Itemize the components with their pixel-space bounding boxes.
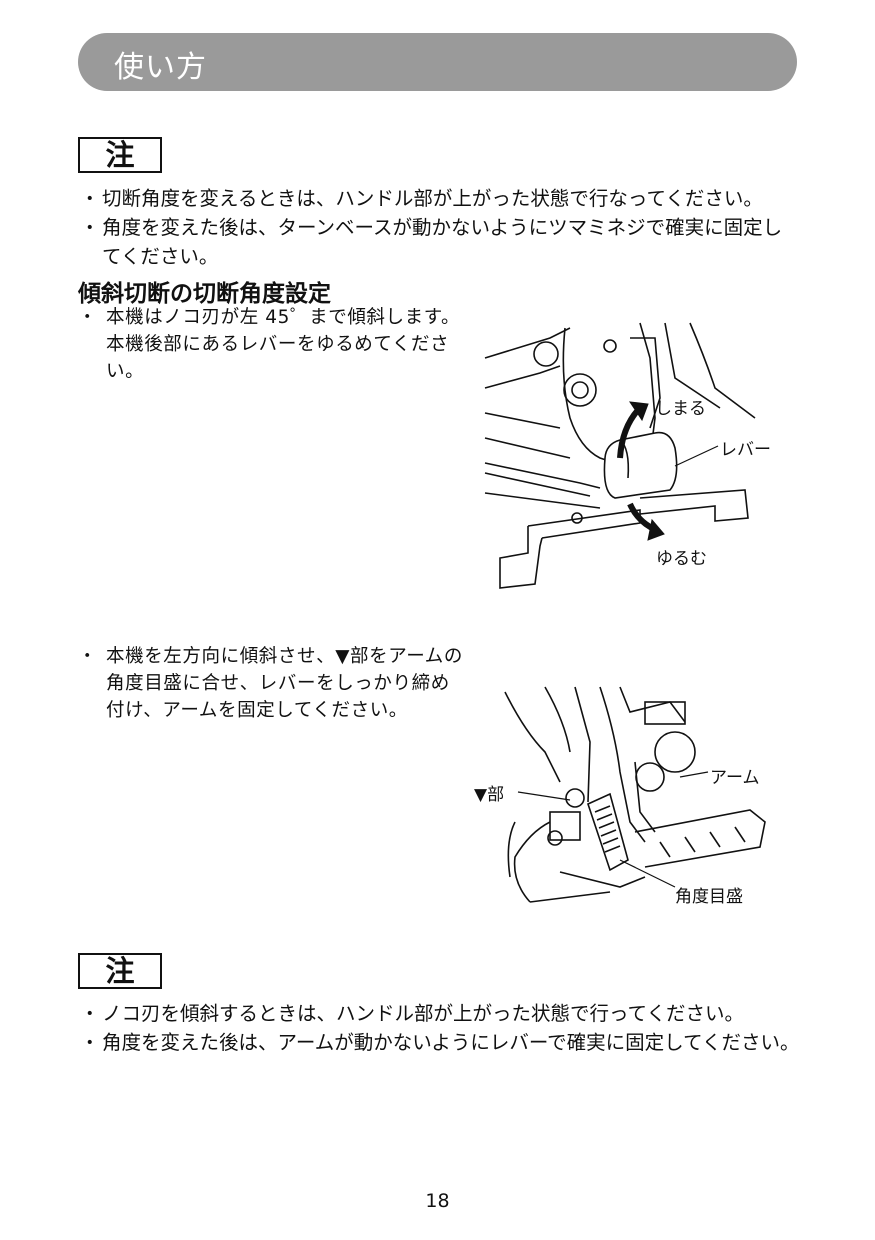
note-text: 切断角度を変えるときは、ハンドル部が上がった状態で行なってください。 [102, 187, 763, 210]
note-list-top: ・ 切断角度を変えるときは、ハンドル部が上がった状態で行なってください。 ・ 角… [80, 184, 800, 271]
note-list-bottom: ・ ノコ刃を傾斜するときは、ハンドル部が上がった状態で行ってください。 ・ 角度… [80, 999, 800, 1057]
lever-illustration [484, 322, 756, 589]
bullet: ・ [78, 307, 98, 328]
note-label-box: 注 [78, 137, 162, 173]
note-text: ノコ刃を傾斜するときは、ハンドル部が上がった状態で行ってください。 [102, 1002, 744, 1025]
note-text: 角度を変えた後は、アームが動かないようにレバーで確実に固定してください。 [102, 1031, 800, 1054]
step-2: ・ 本機を左方向に傾斜させ、▼部をアームの角度目盛に合せ、レバーをしっかり締め付… [78, 643, 468, 724]
bullet: ・ [80, 1031, 100, 1054]
note-item: ・ ノコ刃を傾斜するときは、ハンドル部が上がった状態で行ってください。 [80, 999, 800, 1028]
arm-scale-illustration [504, 686, 766, 903]
label-pointer: ▼部 [474, 785, 505, 805]
bullet: ・ [80, 1002, 100, 1025]
step-text: 本機を左方向に傾斜させ、▼部をアームの角度目盛に合せ、レバーをしっかり締め付け、… [106, 646, 463, 721]
note-text: 角度を変えた後は、ターンベースが動かないようにツマミネジで確実に固定してください… [102, 216, 783, 268]
figure-lever: しまる レバー ゆるむ [480, 318, 780, 593]
label-scale: 角度目盛 [675, 887, 743, 907]
label-lever: レバー [720, 440, 771, 460]
label-loosen: ゆるむ [656, 549, 707, 569]
bullet: ・ [78, 646, 98, 667]
bullet: ・ [80, 216, 100, 239]
page-number: 18 [425, 1190, 450, 1212]
note-item: ・ 切断角度を変えるときは、ハンドル部が上がった状態で行なってください。 [80, 184, 800, 213]
note-item: ・ 角度を変えた後は、アームが動かないようにレバーで確実に固定してください。 [80, 1028, 800, 1057]
note-label-box: 注 [78, 953, 162, 989]
section-header-bar: 使い方 [78, 33, 797, 91]
page-title: 使い方 [114, 50, 207, 85]
step-text: 本機はノコ刃が左 45゜まで傾斜します。本機後部にあるレバーをゆるめてください。 [106, 307, 461, 382]
step-1: ・ 本機はノコ刃が左 45゜まで傾斜します。本機後部にあるレバーをゆるめてくださ… [78, 304, 468, 385]
label-arm: アーム [710, 768, 760, 788]
figure-arm-scale: ▼部 アーム 角度目盛 [470, 682, 770, 912]
note-item: ・ 角度を変えた後は、ターンベースが動かないようにツマミネジで確実に固定してくだ… [80, 213, 800, 271]
label-tighten: しまる [655, 399, 706, 419]
bullet: ・ [80, 187, 100, 210]
section-title: 傾斜切断の切断角度設定 [78, 281, 331, 307]
